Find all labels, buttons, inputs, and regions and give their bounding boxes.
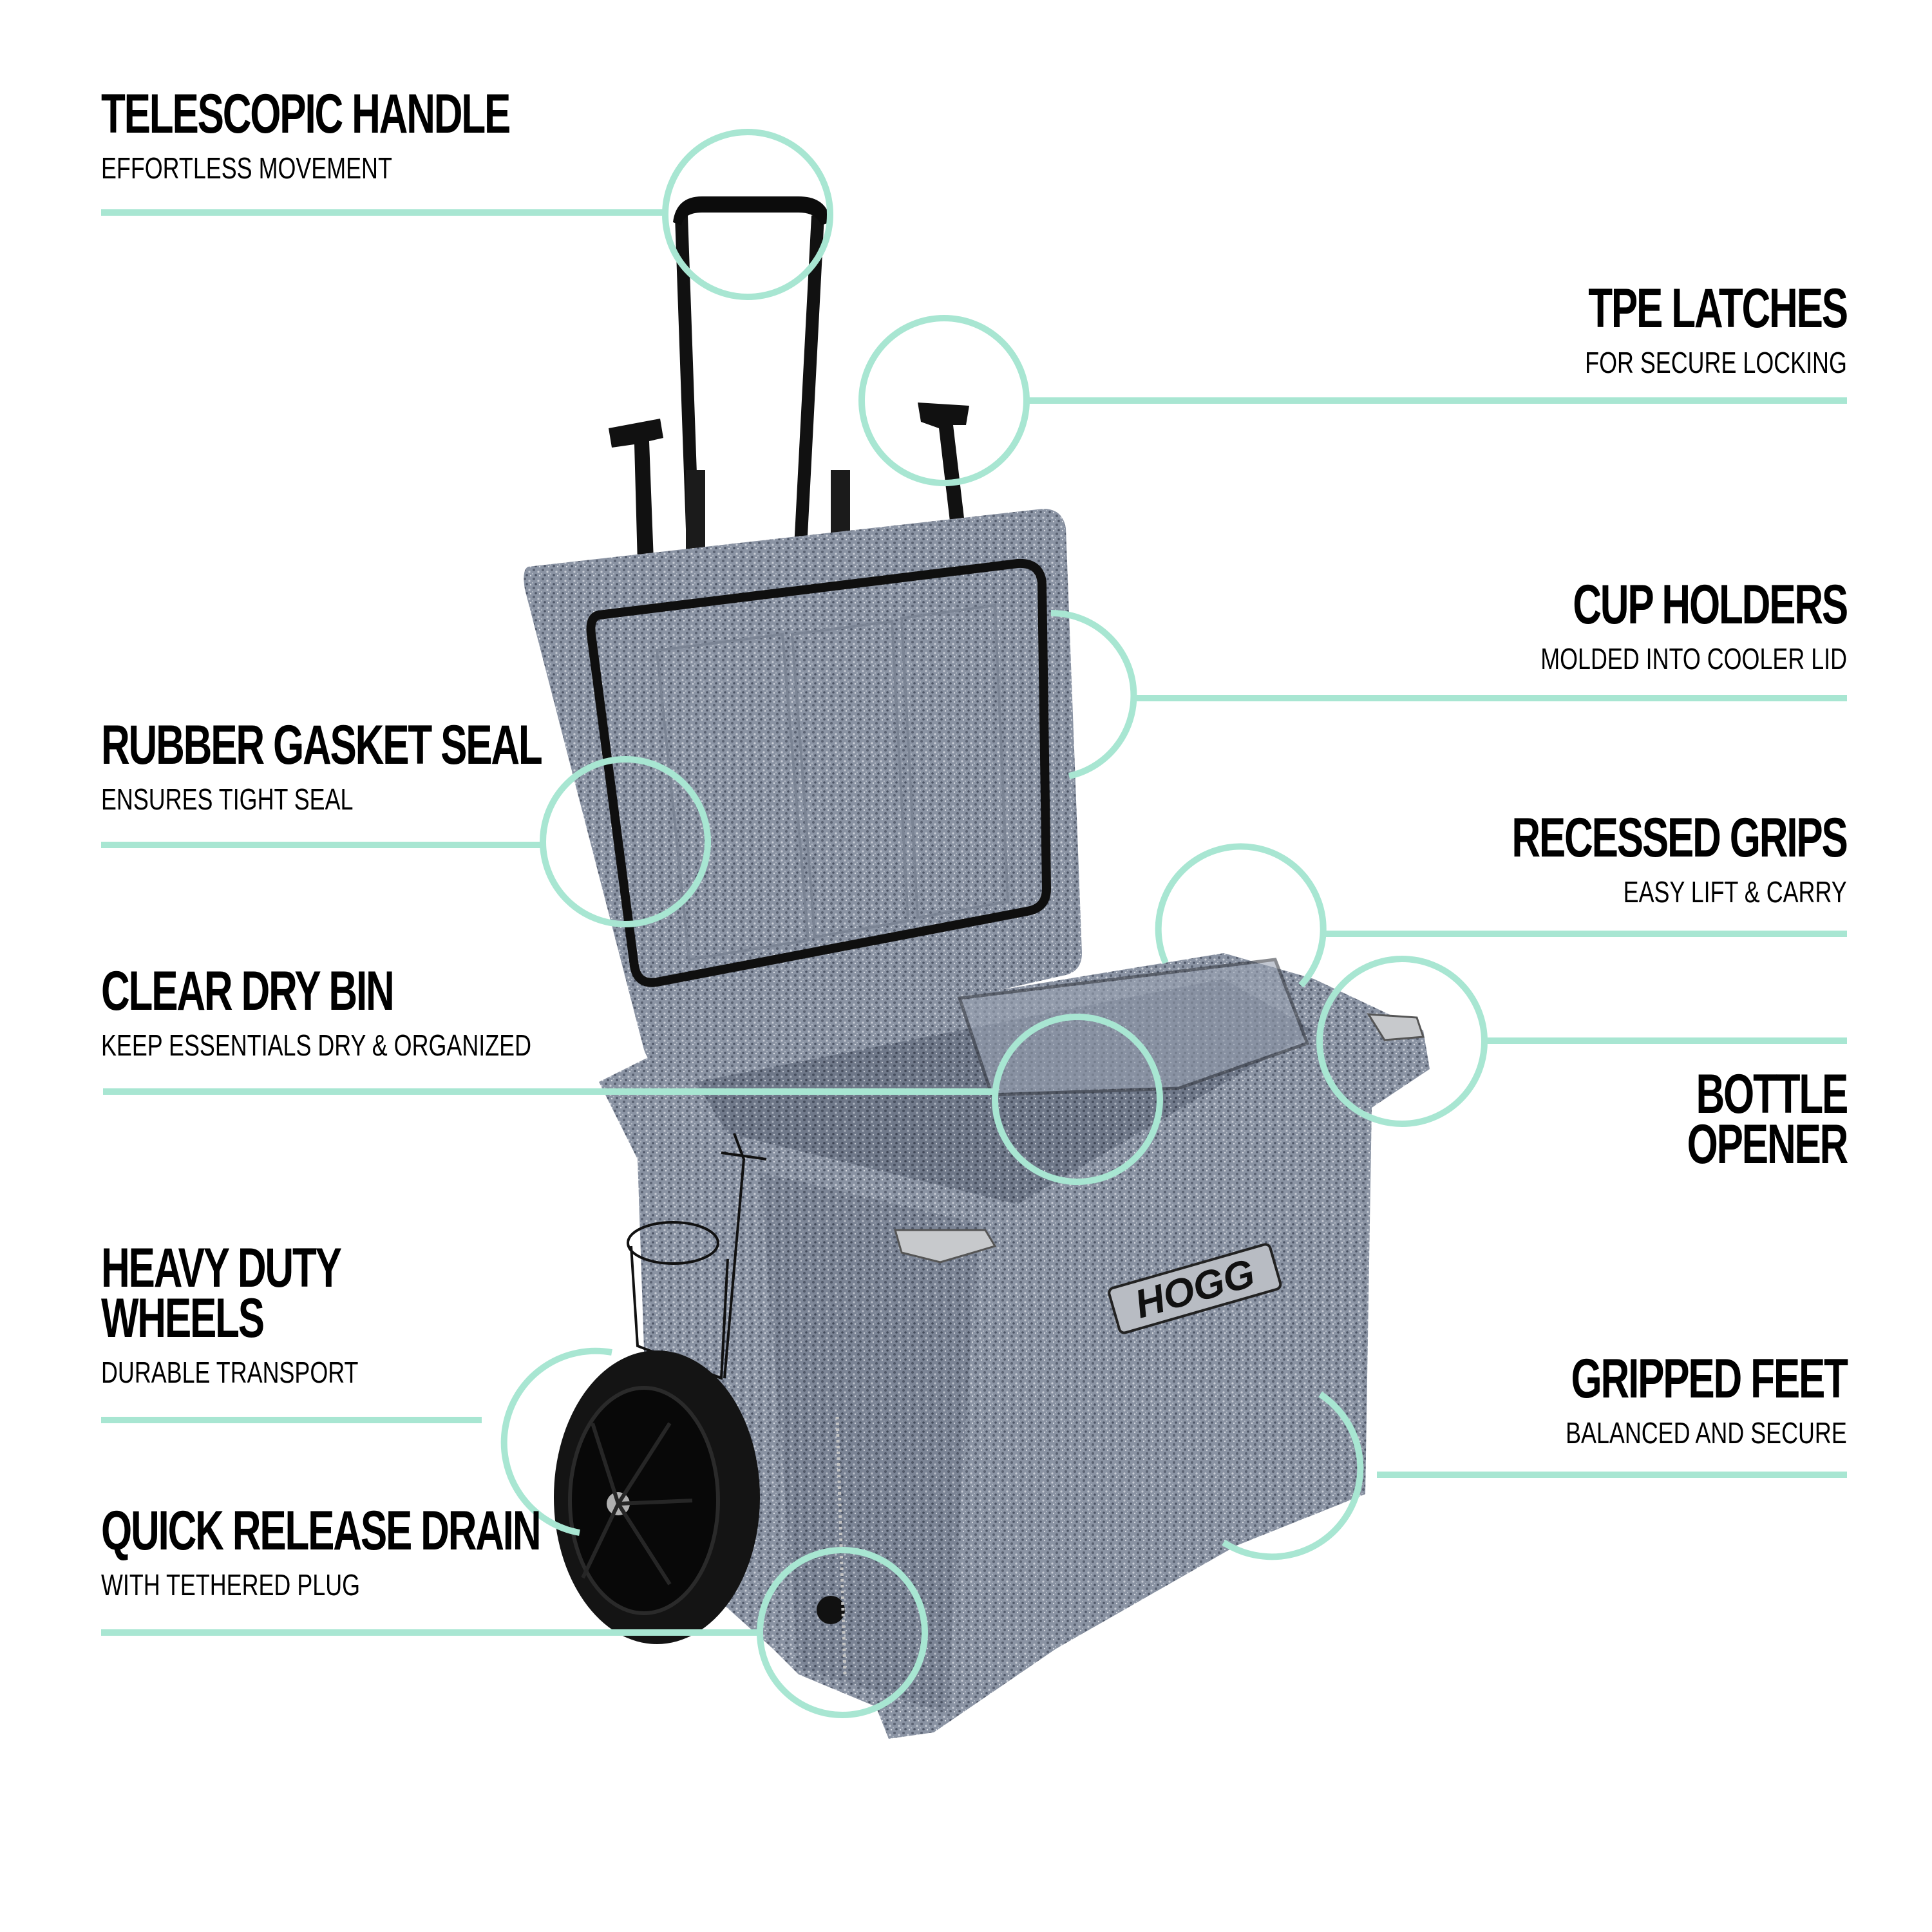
feature-bottle-opener: BOTTLE OPENER [1625, 1063, 1848, 1175]
feature-title: RUBBER GASKET SEAL [101, 714, 543, 776]
telescopic-handle-part [673, 196, 850, 567]
feature-title: HEAVY DUTY WHEELS [101, 1237, 342, 1349]
feature-tpe-latches: TPE LATCHES FOR SECURE LOCKING [1488, 278, 1848, 379]
feature-subtitle: ENSURES TIGHT SEAL [101, 782, 354, 816]
callout-circle-heavy-duty-wheels [500, 1347, 612, 1536]
feature-rubber-gasket-seal: RUBBER GASKET SEAL ENSURES TIGHT SEAL [101, 714, 712, 816]
feature-subtitle: EASY LIFT & CARRY [1624, 875, 1847, 909]
feature-title: GRIPPED FEET [1571, 1348, 1848, 1410]
callout-circle-recessed-grips [1155, 843, 1327, 988]
feature-title: QUICK RELEASE DRAIN [101, 1500, 542, 1562]
feature-subtitle: MOLDED INTO COOLER LID [1540, 642, 1847, 676]
feature-clear-dry-bin: CLEAR DRY BIN KEEP ESSENTIALS DRY & ORGA… [101, 960, 652, 1062]
feature-title: CUP HOLDERS [1573, 574, 1848, 636]
callout-circle-telescopic-handle [662, 129, 833, 300]
callout-circle-cup-holders [1050, 609, 1137, 779]
feature-gripped-feet: GRIPPED FEET BALANCED AND SECURE [1464, 1348, 1848, 1450]
latches-part [609, 402, 969, 564]
feature-subtitle: DURABLE TRANSPORT [101, 1356, 359, 1389]
callout-circle-tpe-latches [858, 315, 1030, 486]
callout-circle-quick-release-drain [757, 1547, 928, 1718]
feature-heavy-duty-wheels: HEAVY DUTY WHEELS DURABLE TRANSPORT [101, 1237, 433, 1389]
callout-circle-gripped-feet [1222, 1391, 1364, 1560]
feature-title: RECESSED GRIPS [1511, 807, 1848, 869]
feature-title: CLEAR DRY BIN [101, 960, 395, 1022]
feature-recessed-grips: RECESSED GRIPS EASY LIFT & CARRY [1381, 807, 1848, 909]
wheel-part [554, 1350, 760, 1644]
feature-title: TPE LATCHES [1588, 278, 1848, 339]
feature-title: BOTTLE OPENER [1687, 1063, 1848, 1175]
callout-circle-bottle-opener [1316, 956, 1488, 1127]
feature-quick-release-drain: QUICK RELEASE DRAIN WITH TETHERED PLUG [101, 1500, 710, 1602]
callout-circle-clear-dry-bin [992, 1014, 1163, 1185]
feature-subtitle: EFFORTLESS MOVEMENT [101, 151, 392, 185]
feature-subtitle: KEEP ESSENTIALS DRY & ORGANIZED [101, 1028, 531, 1062]
lid-part [524, 509, 1082, 1066]
feature-cup-holders: CUP HOLDERS MOLDED INTO COOLER LID [1454, 574, 1848, 676]
feature-subtitle: BALANCED AND SECURE [1566, 1416, 1847, 1450]
feature-title: TELESCOPIC HANDLE [101, 83, 511, 145]
cooler-body-part: HOGG [599, 953, 1430, 1739]
feature-subtitle: WITH TETHERED PLUG [101, 1568, 361, 1602]
callout-circle-rubber-gasket-seal [540, 756, 711, 927]
feature-telescopic-handle: TELESCOPIC HANDLE EFFORTLESS MOVEMENT [101, 83, 668, 185]
feature-subtitle: FOR SECURE LOCKING [1585, 346, 1847, 379]
